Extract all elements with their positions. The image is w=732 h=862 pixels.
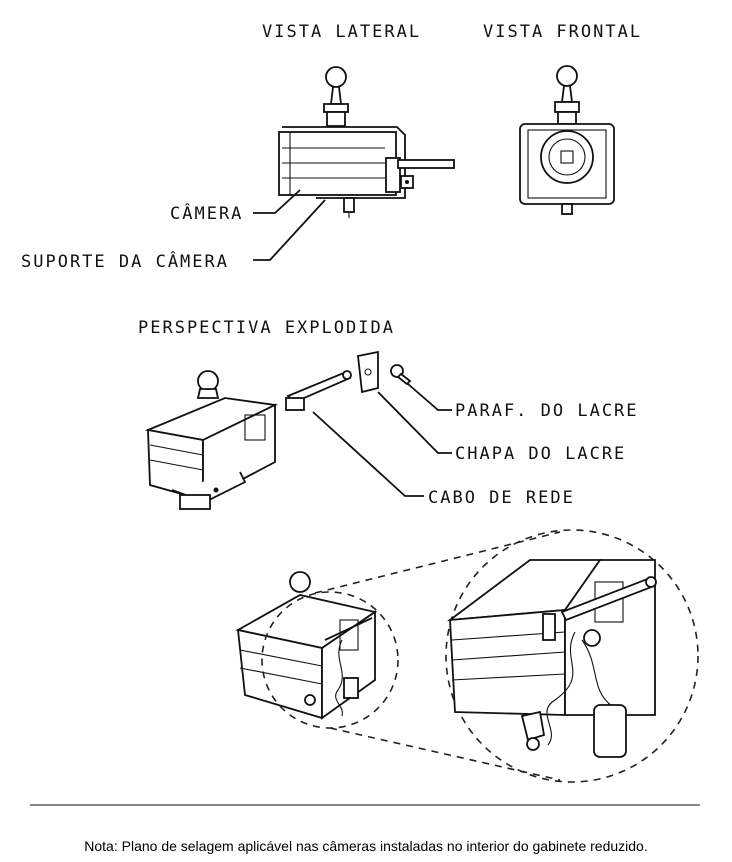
note-text: Nota: Plano de selagem aplicável nas câm… — [84, 838, 648, 854]
title-vista-lateral: VISTA LATERAL — [262, 22, 421, 42]
leader-chapa — [377, 391, 452, 454]
leader-cabo — [312, 411, 424, 497]
exploded-camera — [144, 370, 279, 510]
label-camera: CÂMERA — [170, 202, 243, 224]
label-suporte: SUPORTE DA CÂMERA — [21, 250, 229, 272]
title-vista-frontal: VISTA FRONTAL — [483, 22, 642, 42]
leader-paraf — [407, 383, 452, 411]
leader-camera — [253, 189, 301, 214]
label-cabo-rede: CABO DE REDE — [428, 488, 575, 508]
title-perspectiva: PERSPECTIVA EXPLODIDA — [138, 318, 395, 338]
seal-plate-part — [357, 350, 379, 394]
label-chapa-lacre: CHAPA DO LACRE — [455, 444, 626, 464]
leader-suporte — [253, 199, 326, 261]
assembled-camera — [235, 571, 378, 720]
seal-screw-part — [390, 364, 412, 386]
front-view-camera — [519, 65, 615, 215]
network-cable-part — [285, 370, 352, 411]
detail-zoom — [261, 529, 699, 783]
label-paraf-lacre: PARAF. DO LACRE — [455, 401, 639, 421]
side-view-camera — [278, 66, 455, 218]
